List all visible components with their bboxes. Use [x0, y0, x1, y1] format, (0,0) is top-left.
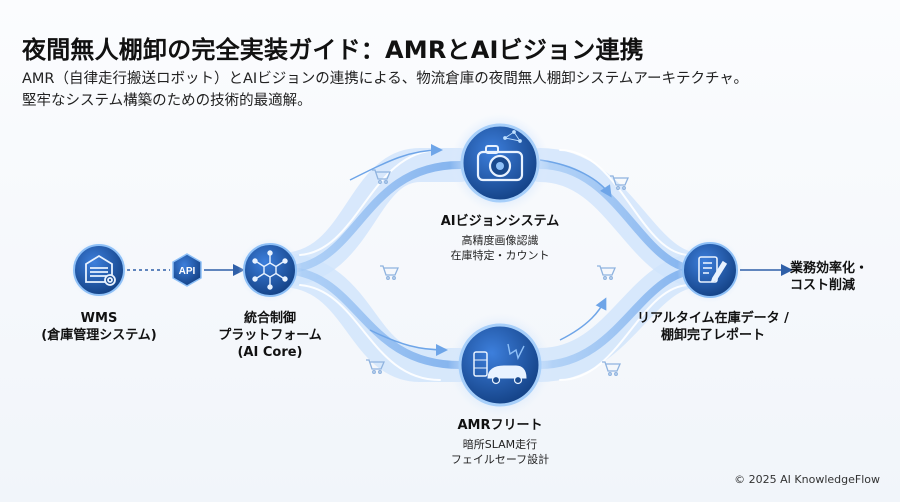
copyright-footer: © 2025 AI KnowledgeFlow	[734, 473, 880, 486]
api-node: API	[172, 253, 202, 287]
platform-label: 統合制御 プラットフォーム (AI Core)	[205, 310, 335, 361]
amr-title: AMRフリート	[457, 418, 543, 433]
vision-node	[450, 113, 550, 213]
vision-detail: 在庫特定・カウント	[450, 249, 550, 262]
cart-icon	[380, 265, 399, 280]
report-label-line: 棚卸完了レポート	[660, 328, 765, 343]
amr-label: AMRフリート 暗所SLAM走行 フェイルセーフ設計	[425, 417, 575, 467]
arrow-amr-to-report	[559, 297, 607, 341]
amr-node	[448, 313, 552, 417]
network-hub-icon	[252, 250, 288, 290]
warehouse-icon	[85, 254, 116, 286]
page-subtitle: AMR（自律走行搬送ロボット）とAIビジョンの連携による、物流倉庫の夜間無人棚卸…	[22, 68, 882, 112]
vision-label: AIビジョンシステム 高精度画像認識 在庫特定・カウント	[425, 213, 575, 263]
camera-icon	[476, 130, 524, 182]
robot-vehicle-icon	[473, 343, 527, 385]
outcome-label: 業務効率化・ コスト削減	[790, 260, 890, 294]
cart-icons	[366, 169, 629, 376]
platform-label-line: プラットフォーム	[218, 328, 322, 343]
cart-icon	[366, 359, 385, 374]
vision-detail: 高精度画像認識	[461, 234, 539, 247]
report-node	[677, 237, 743, 303]
platform-label-line: (AI Core)	[237, 345, 303, 360]
cart-icon	[372, 169, 391, 184]
wms-node	[69, 240, 129, 300]
subtitle-line-1: AMR（自律走行搬送ロボット）とAIビジョンの連携による、物流倉庫の夜間無人棚卸…	[22, 71, 749, 87]
report-icon	[698, 256, 728, 283]
outcome-label-line: コスト削減	[790, 278, 856, 293]
arrow-to-vision	[349, 144, 443, 181]
cross-link-arrows	[349, 144, 612, 356]
platform-node	[238, 238, 302, 302]
api-label: API	[179, 266, 196, 277]
wms-label: WMS (倉庫管理システム)	[39, 310, 159, 344]
cart-icon	[597, 265, 616, 280]
arrow-to-amr	[369, 329, 448, 356]
flow-bands	[263, 148, 717, 382]
subtitle-line-2: 堅牢なシステム構築のための技術的最適解。	[22, 93, 312, 109]
amr-detail: 暗所SLAM走行	[462, 438, 538, 451]
outcome-label-line: 業務効率化・	[790, 261, 869, 276]
wms-label-line: WMS	[80, 311, 118, 326]
report-label: リアルタイム在庫データ / 棚卸完了レポート	[628, 310, 798, 344]
platform-label-line: 統合制御	[243, 311, 296, 326]
report-label-line: リアルタイム在庫データ /	[637, 311, 789, 326]
cart-icon	[610, 175, 629, 190]
page-title: 夜間無人棚卸の完全実装ガイド：AMRとAIビジョン連携	[22, 36, 644, 64]
amr-detail: フェイルセーフ設計	[450, 453, 550, 466]
vision-title: AIビジョンシステム	[440, 214, 560, 229]
wms-label-line: (倉庫管理システム)	[41, 328, 157, 343]
arrow-vision-to-report	[539, 159, 612, 198]
cart-icon	[602, 361, 621, 376]
